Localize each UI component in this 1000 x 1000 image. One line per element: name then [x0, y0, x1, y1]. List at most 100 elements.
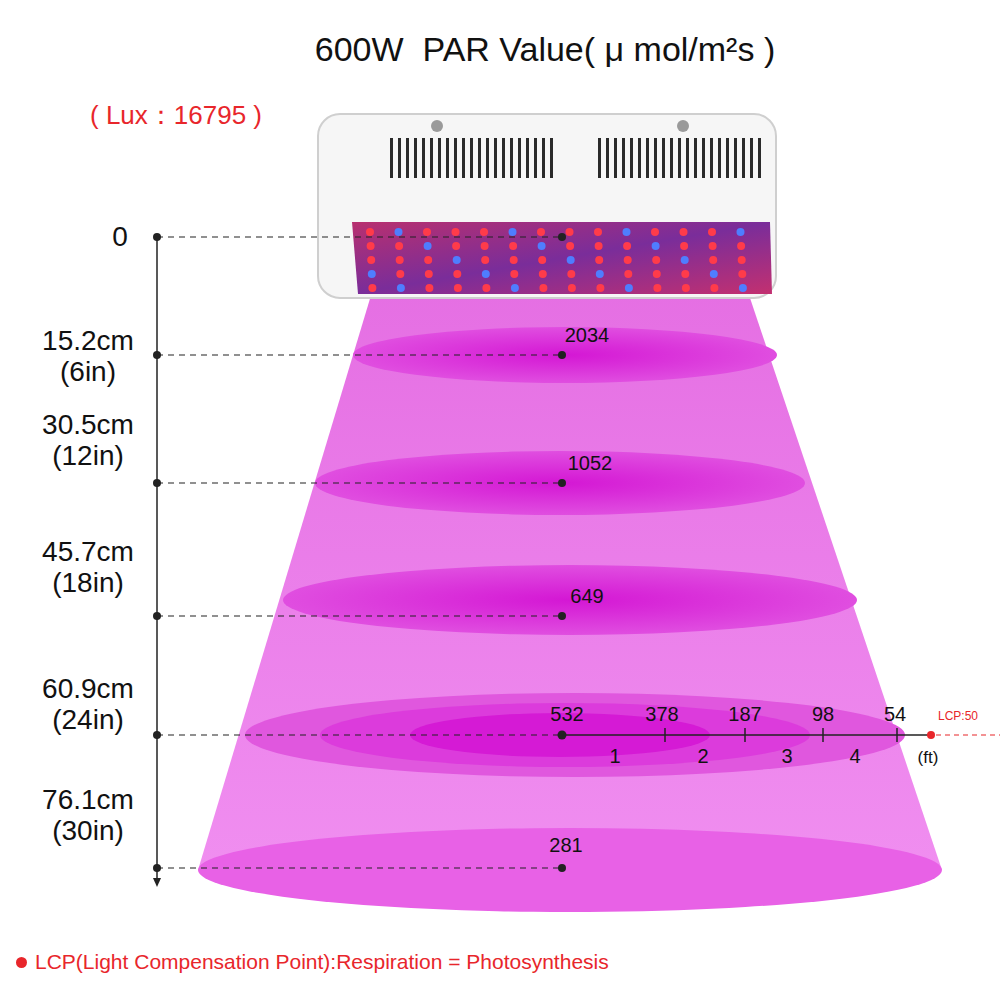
par-value: 649	[570, 585, 603, 607]
led	[708, 228, 716, 236]
led	[596, 284, 604, 292]
led	[709, 242, 717, 250]
legend-swatch	[16, 957, 27, 968]
led	[424, 242, 432, 250]
led	[454, 284, 462, 292]
led	[482, 284, 490, 292]
led	[653, 284, 661, 292]
feet-tick: 1	[609, 745, 620, 767]
legend-item: LCP(Light Compensation Point):Respiratio…	[16, 950, 609, 974]
led	[737, 242, 745, 250]
distance-scale	[562, 728, 1000, 742]
led	[452, 242, 460, 250]
led	[509, 242, 517, 250]
led	[568, 284, 576, 292]
led	[537, 228, 545, 236]
distance-label: 0	[112, 222, 128, 253]
led	[680, 242, 688, 250]
led	[594, 228, 602, 236]
par-value: 2034	[565, 324, 610, 346]
par-value: 54	[884, 703, 906, 725]
led	[539, 270, 547, 278]
led	[425, 284, 433, 292]
led	[738, 270, 746, 278]
led	[368, 284, 376, 292]
feet-tick: 4	[849, 745, 860, 767]
led	[538, 256, 546, 264]
led	[623, 242, 631, 250]
led	[480, 228, 488, 236]
led	[482, 270, 490, 278]
led	[652, 242, 660, 250]
led	[624, 256, 632, 264]
led	[425, 270, 433, 278]
feet-unit: (ft)	[918, 749, 939, 768]
led	[539, 284, 547, 292]
led	[481, 256, 489, 264]
led	[624, 270, 632, 278]
led	[623, 228, 631, 236]
led	[710, 270, 718, 278]
par-value: 378	[645, 703, 678, 725]
led	[396, 270, 404, 278]
led	[510, 256, 518, 264]
led	[510, 270, 518, 278]
feet-tick: 3	[781, 745, 792, 767]
led	[424, 256, 432, 264]
led	[423, 228, 431, 236]
led	[566, 242, 574, 250]
lcp-value: LCP:50	[938, 710, 978, 723]
led	[681, 270, 689, 278]
light-cone	[198, 292, 942, 912]
led	[452, 228, 460, 236]
distance-label: 60.9cm (24in)	[42, 674, 134, 736]
led	[367, 242, 375, 250]
par-value: 281	[549, 834, 582, 856]
led	[453, 270, 461, 278]
led	[680, 228, 688, 236]
led	[596, 270, 604, 278]
led	[566, 228, 574, 236]
par-value: 187	[728, 703, 761, 725]
led	[395, 228, 403, 236]
led	[653, 270, 661, 278]
led	[682, 284, 690, 292]
legend: LCP(Light Compensation Point):Respiratio…	[16, 950, 609, 974]
par-value: 98	[812, 703, 834, 725]
feet-tick: 2	[697, 745, 708, 767]
led	[595, 256, 603, 264]
led	[481, 242, 489, 250]
led	[709, 256, 717, 264]
led	[395, 242, 403, 250]
led	[367, 256, 375, 264]
led	[567, 256, 575, 264]
led	[567, 270, 575, 278]
led	[453, 256, 461, 264]
led	[595, 242, 603, 250]
par-value: 1052	[568, 452, 613, 474]
distance-label: 76.1cm (30in)	[42, 785, 134, 847]
distance-label: 15.2cm (6in)	[42, 326, 134, 388]
led	[396, 256, 404, 264]
distance-label: 30.5cm (12in)	[42, 410, 134, 472]
led	[739, 284, 747, 292]
led	[681, 256, 689, 264]
led	[738, 256, 746, 264]
led	[509, 228, 517, 236]
lux-note: ( Lux：16795 )	[90, 101, 262, 130]
led	[538, 242, 546, 250]
led	[651, 228, 659, 236]
title: 600W PAR Value( μ mol/m²s )	[0, 30, 1000, 69]
par-value: 532	[550, 703, 583, 725]
led	[710, 284, 718, 292]
led	[368, 270, 376, 278]
led	[511, 284, 519, 292]
led	[652, 256, 660, 264]
distance-label: 45.7cm (18in)	[42, 537, 134, 599]
distance-axis	[153, 233, 567, 887]
grow-light	[318, 114, 776, 298]
led	[625, 284, 633, 292]
legend-text: LCP(Light Compensation Point):Respiratio…	[35, 950, 609, 974]
